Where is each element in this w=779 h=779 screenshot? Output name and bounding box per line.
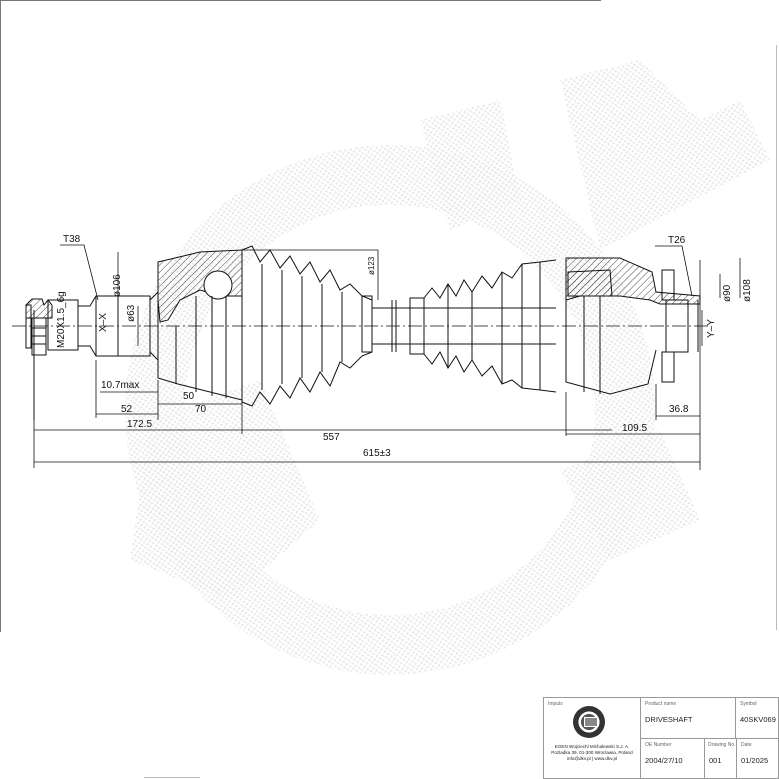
dim-557: 557 xyxy=(323,432,340,443)
left-stub xyxy=(25,290,159,420)
symbol-value: 40SKV069 xyxy=(740,715,776,724)
torx-right-label: T26 xyxy=(668,235,686,246)
dim-52: 52 xyxy=(121,404,133,415)
dim-50: 50 xyxy=(183,391,195,402)
dia-123-label: ø123 xyxy=(367,256,376,275)
dim-10-7max: 10.7max xyxy=(101,380,139,391)
number-cell: OE Number 2004/27/10 xyxy=(641,738,705,778)
dim-172-5: 172.5 xyxy=(127,419,152,430)
producer-label: Impuls xyxy=(548,701,563,707)
thread-label: M20X1.5_6g xyxy=(56,291,67,348)
dim-615: 615±3 xyxy=(363,448,391,459)
number-label: OE Number xyxy=(645,741,672,748)
product-name-cell: Product name DRIVESHAFT xyxy=(641,698,736,738)
shaft xyxy=(372,300,556,352)
date-cell: Date 01/2025 xyxy=(737,739,778,779)
drawing-border-top xyxy=(0,0,601,1)
address-line-2: Pozladka 39, 01-300 Wroclawia, Poland xyxy=(551,750,633,755)
watermark-logo xyxy=(125,60,770,675)
address-line-1: EGEN Wojciechl Michalewski S.J. A. xyxy=(554,744,630,749)
number-value: 2004/27/10 xyxy=(645,755,683,765)
dim-36-8: 36.8 xyxy=(669,404,689,415)
symbol-label: Symbol xyxy=(740,701,757,707)
torx-left-label: T38 xyxy=(63,234,81,245)
producer-address: EGEN Wojciechl Michalewski S.J. A. Pozla… xyxy=(548,744,636,762)
dim-70: 70 xyxy=(195,404,207,415)
dia-106-label: ø106 xyxy=(112,274,123,297)
date-label: Date xyxy=(741,741,752,748)
drawing-no-cell: Drawing No. 001 xyxy=(705,738,737,778)
section-x-label: X–X xyxy=(98,313,109,332)
right-boot xyxy=(409,259,557,393)
section-y-label: Y–Y xyxy=(706,319,717,338)
producer-cell: Impuls EGEN Wojciechl Michalewski S.J. A… xyxy=(544,698,641,778)
product-name-label: Product name xyxy=(645,701,677,707)
symbol-cell: Symbol 40SKV069 xyxy=(736,698,778,738)
dia-90-label: ø90 xyxy=(722,284,733,302)
dim-109-5: 109.5 xyxy=(622,423,647,434)
drawing-border-bottom xyxy=(144,777,200,778)
right-cv-joint xyxy=(565,257,701,395)
product-name-value: DRIVESHAFT xyxy=(645,715,693,724)
address-line-3: info@dkv.pl | www.dkv.pl xyxy=(566,756,618,761)
drawing-border-left xyxy=(0,0,1,632)
date-value: 01/2025 xyxy=(741,755,769,765)
dia-63-label: ø63 xyxy=(126,304,137,322)
company-logo-icon xyxy=(573,706,605,738)
drawing-border-right xyxy=(776,45,777,630)
drawing-no-value: 001 xyxy=(709,755,722,765)
dimension-lines xyxy=(33,244,741,470)
title-block: Impuls EGEN Wojciechl Michalewski S.J. A… xyxy=(543,697,779,779)
dia-108-label: ø108 xyxy=(742,279,753,302)
left-boot xyxy=(241,245,373,407)
drawing-no-label: Drawing No. xyxy=(708,741,736,748)
